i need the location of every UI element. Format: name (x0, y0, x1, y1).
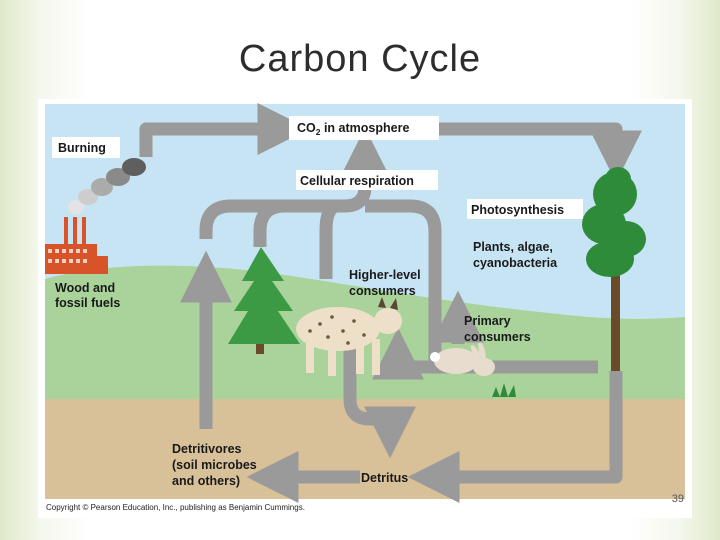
arrow-respiration-to-co2 (199, 127, 391, 239)
carbon-cycle-figure: CO2 in atmosphere Burning Cellular respi… (38, 99, 692, 518)
detritivores-label-line1: Detritivores (172, 442, 242, 456)
arrow-right-respiration-branch (365, 199, 442, 344)
page-number: 39 (671, 493, 684, 505)
wood-fossil-label-line1: Wood and (55, 281, 115, 295)
lynx-icon (296, 297, 402, 376)
cellular-respiration-box (296, 170, 438, 190)
smoke-plume (68, 158, 146, 214)
tall-tree-icon (582, 167, 646, 371)
label-boxes (52, 116, 583, 219)
co2-atmosphere-label: CO2 in atmosphere (297, 121, 409, 137)
higher-consumers-label-line1: Higher-level (349, 268, 421, 282)
arrow-plants-to-primary-consumers (372, 327, 598, 380)
cellular-respiration-label: Cellular respiration (300, 174, 414, 188)
carbon-cycle-diagram: CO2 in atmosphere Burning Cellular respi… (45, 103, 685, 503)
arrow-higher-consumers-up (319, 199, 339, 279)
wood-fossil-label-line2: fossil fuels (55, 296, 120, 310)
higher-consumers-label-line2: consumers (349, 284, 416, 298)
detritus-label: Detritus (361, 471, 408, 485)
flow-arrows (139, 103, 642, 503)
detritivores-label-line3: and others) (172, 474, 240, 488)
copyright-notice: Copyright © Pearson Education, Inc., pub… (46, 503, 305, 512)
evergreen-shrub-icon (228, 247, 300, 354)
photosynthesis-box (467, 199, 583, 219)
arrow-plants-to-detritus (407, 371, 623, 503)
arrow-consumers-to-detritus (343, 334, 416, 459)
slide-title: Carbon Cycle (238, 38, 482, 80)
detritivores-label-line2: (soil microbes (172, 458, 257, 472)
arrow-co2-to-photosynthesis (438, 122, 642, 183)
plants-label-line2: cyanobacteria (473, 256, 558, 270)
small-plant-icon (492, 383, 516, 397)
rabbit-icon (430, 342, 495, 376)
arrow-plants-respiration-branch (253, 199, 286, 247)
plants-label-line1: Plants, algae, (473, 240, 553, 254)
co2-atmosphere-box (289, 116, 439, 140)
primary-consumers-label-line2: consumers (464, 330, 531, 344)
burning-box (52, 137, 120, 158)
arrow-burning-to-co2 (139, 103, 310, 157)
primary-consumers-label-line1: Primary (464, 314, 511, 328)
photosynthesis-label: Photosynthesis (471, 203, 564, 217)
burning-label: Burning (58, 141, 106, 155)
factory-icon (45, 217, 108, 274)
